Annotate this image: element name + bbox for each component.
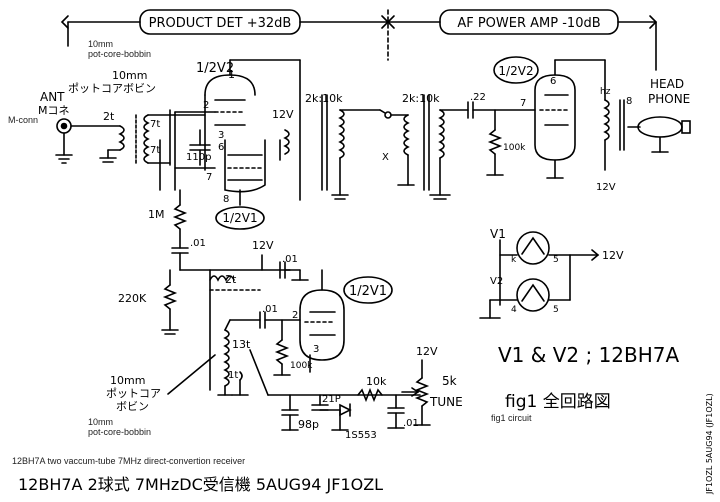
cap-01-tune-label: .01 bbox=[403, 418, 419, 429]
pot-core-jp-bot-line1: 10mm bbox=[110, 374, 145, 387]
pin8-label: 8 bbox=[223, 194, 229, 205]
legend-pin-5b: 5 bbox=[553, 305, 559, 315]
section-af-amp: AF POWER AMP -10dB bbox=[386, 9, 658, 71]
cap-01-grid-label: .01 bbox=[262, 304, 278, 315]
side-note: JF1OZL 5AUG94 (JF1OZL) bbox=[705, 393, 714, 495]
turns-1t-label: 1t bbox=[228, 370, 238, 381]
pin2b-label: 2 bbox=[292, 310, 298, 321]
headphone-jack bbox=[627, 116, 691, 153]
ant-label: ANT bbox=[40, 90, 65, 104]
turns-2t-top: 2t bbox=[103, 110, 115, 123]
product-det-title: PRODUCT DET +32dB bbox=[149, 16, 292, 31]
pot-core-bot-line2: pot-core-bobbin bbox=[88, 427, 151, 437]
res-100k-af-label: 100k bbox=[503, 143, 526, 153]
pin3b-label: 3 bbox=[313, 344, 319, 355]
fig1-label: fig1 circuit bbox=[491, 413, 532, 423]
pot-core-bot-line1: 10mm bbox=[88, 417, 113, 427]
cap-21p-label: 21P bbox=[322, 394, 341, 405]
res-220k-label: 220K bbox=[118, 292, 147, 305]
cap-01-mid-label: .01 bbox=[282, 254, 298, 265]
caption-jp: 12BH7A 2球式 7MHzDC受信機 5AUG94 JF1OZL bbox=[18, 475, 383, 494]
v12-top-label: 12V bbox=[272, 108, 294, 121]
pin3-label: 3 bbox=[218, 130, 224, 141]
tube-v2-half-af bbox=[534, 59, 606, 179]
pot-core-jp-top-line1: 10mm bbox=[112, 69, 147, 82]
res-1m-label: 1M bbox=[148, 208, 165, 221]
turns-13t-label: 13t bbox=[232, 338, 251, 351]
cap-110p-label: 110p bbox=[186, 152, 211, 163]
res-10k-label: 10k bbox=[366, 375, 387, 388]
pot-core-jp-bot-line3: ボビン bbox=[116, 400, 149, 413]
v12-af-bottom-label: 12V bbox=[596, 182, 616, 193]
af-amp-title: AF POWER AMP -10dB bbox=[457, 16, 600, 31]
m-conn-jp-label: Mコネ bbox=[38, 104, 70, 117]
head-label: HEAD bbox=[650, 77, 684, 91]
input-coil bbox=[99, 109, 211, 191]
caption-en: 12BH7A two vaccum-tube 7MHz direct-conve… bbox=[12, 456, 245, 466]
xfmr-a-label: 2k:10k bbox=[305, 92, 343, 105]
m-conn-label: M-conn bbox=[8, 115, 38, 125]
turns-2t-mid: 2t bbox=[225, 273, 237, 286]
xfmr-b-label: 2k:10k bbox=[402, 92, 440, 105]
pin7a-label: 7 bbox=[206, 172, 212, 183]
phone-label: PHONE bbox=[648, 92, 690, 106]
v12-tune-label: 12V bbox=[416, 345, 438, 358]
half-v2-right-label: 1/2V2 bbox=[498, 64, 533, 78]
x-mark-label: X bbox=[382, 152, 389, 163]
section-product-det: PRODUCT DET +32dB bbox=[60, 9, 390, 61]
tubes-label: V1 & V2 ; 12BH7A bbox=[498, 343, 680, 367]
pin2-label: 2 bbox=[203, 100, 209, 111]
v12-legend-label: 12V bbox=[602, 249, 624, 262]
cap-01-left-label: .01 bbox=[190, 238, 206, 249]
legend-pin-k: k bbox=[511, 255, 517, 265]
cap-98p-label: 98p bbox=[298, 418, 319, 431]
tube-v2-half-top bbox=[204, 59, 301, 171]
v1-legend-label: V1 bbox=[490, 227, 506, 241]
tube-v1-half-osc bbox=[299, 269, 345, 373]
antenna-connector bbox=[55, 118, 121, 164]
pot-core-jp-bot-line2: ポットコア bbox=[106, 387, 161, 400]
turns-7t-a: 7t bbox=[150, 119, 160, 130]
pot-core-top-line1: 10mm bbox=[88, 39, 113, 49]
hz-label: hz bbox=[600, 87, 611, 97]
res-100k-osc-label: 100k bbox=[290, 361, 313, 371]
pin6a-label: 6 bbox=[218, 142, 224, 153]
pot-core-jp-top-line2: ポットコアボビン bbox=[68, 82, 156, 95]
fig-jp-label: fig1 全回路図 bbox=[505, 392, 611, 412]
pot-core-top-line2: pot-core-bobbin bbox=[88, 49, 151, 59]
legend-pin-5a: 5 bbox=[553, 255, 559, 265]
half-v1-left-label: 1/2V1 bbox=[222, 211, 257, 225]
heater-legend bbox=[479, 231, 600, 319]
turns-7t-b: 7t bbox=[150, 145, 160, 156]
pot-5k-label: 5k bbox=[442, 374, 457, 388]
tube-v1-half-bottom bbox=[224, 139, 266, 206]
half-v1-bottom-label: 1/2V1 bbox=[349, 284, 387, 299]
pin7b-label: 7 bbox=[520, 98, 526, 109]
legend-pin-4: 4 bbox=[511, 305, 517, 315]
diode-label: 1S553 bbox=[345, 430, 377, 441]
v12-mid-label: 12V bbox=[252, 239, 274, 252]
imp-8-label: 8 bbox=[626, 96, 632, 107]
v2-legend-label: V2 bbox=[490, 276, 503, 287]
cap-22-label: .22 bbox=[470, 92, 486, 103]
pin6b-label: 6 bbox=[550, 76, 556, 87]
half-v2-left-label: 1/2V2 bbox=[196, 61, 234, 76]
pin1-label: 1 bbox=[228, 68, 235, 81]
tune-label: TUNE bbox=[429, 395, 463, 409]
